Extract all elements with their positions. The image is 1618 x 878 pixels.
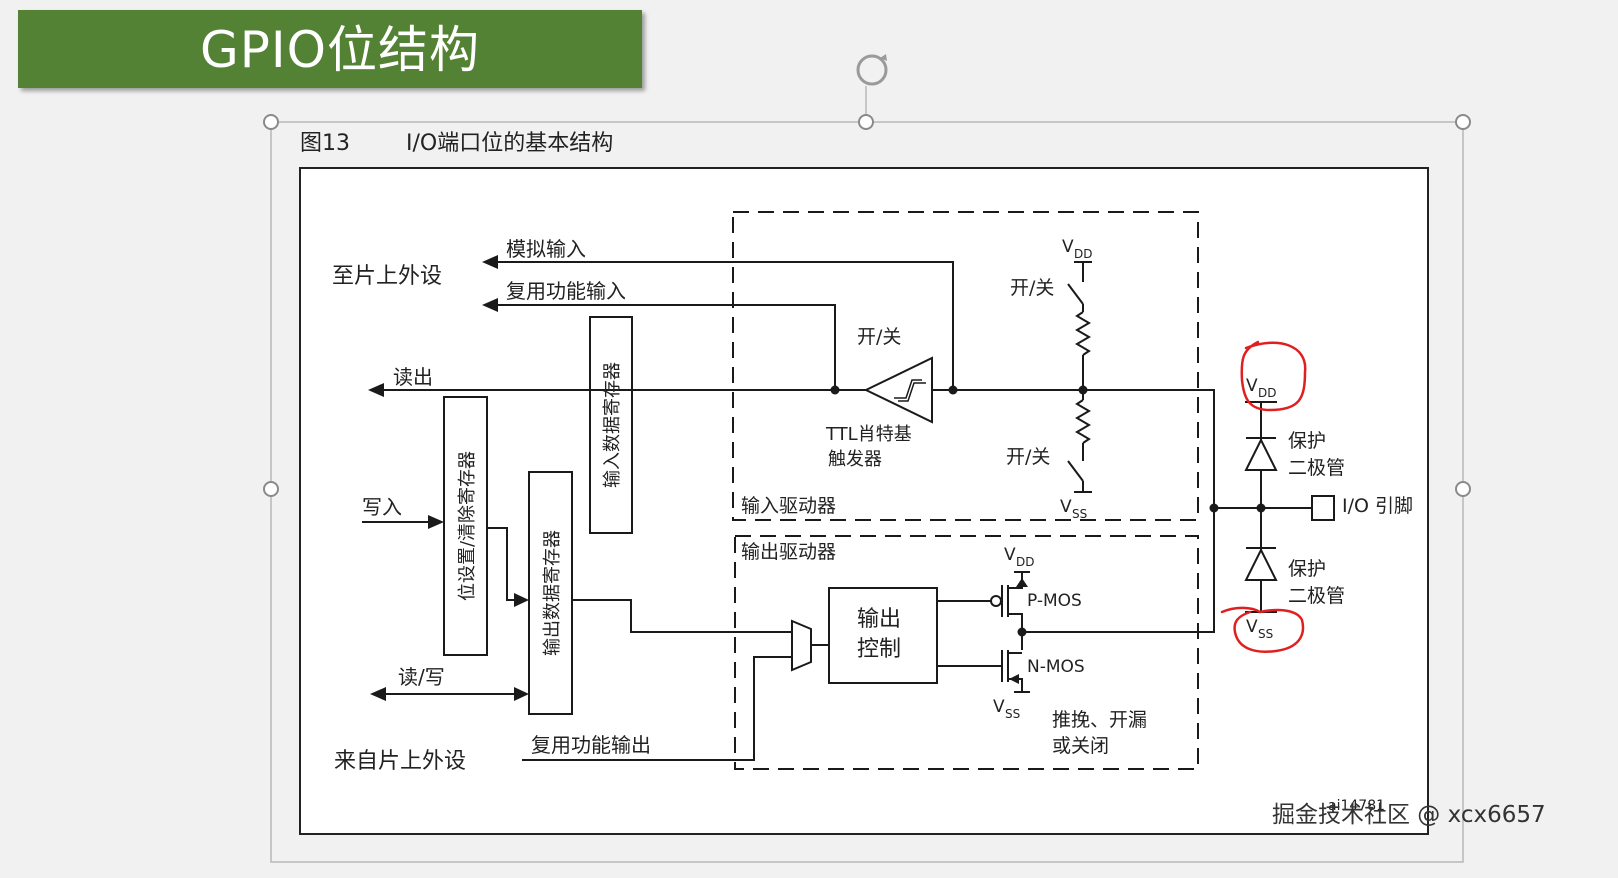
svg-text:SS: SS (1258, 627, 1273, 641)
svg-text:V: V (1246, 617, 1258, 637)
protection-diode-bottom (1244, 547, 1278, 581)
svg-text:DD: DD (1258, 386, 1276, 400)
slide-title: GPIO位结构 (200, 21, 480, 79)
input-driver-box (732, 211, 1199, 521)
label-nmos: N-MOS (1027, 657, 1085, 677)
label-vss-nmos: V SS (993, 697, 1020, 721)
svg-text:V: V (1246, 376, 1258, 396)
arrow-read-out (368, 383, 384, 397)
label-read-out: 读出 (393, 365, 433, 389)
label-switch-pullup: 开/关 (1010, 277, 1054, 299)
label-diode-bottom: 二极管 (1288, 585, 1345, 607)
red-annotation (1220, 340, 1307, 653)
arrow-alt-input (482, 298, 498, 312)
label-or-off: 或关闭 (1052, 735, 1109, 757)
figure-caption: I/O端口位的基本结构 (406, 131, 613, 156)
label-analog-input: 模拟输入 (506, 237, 586, 261)
label-vss-diode: V SS (1246, 617, 1273, 641)
svg-text:SS: SS (1005, 707, 1020, 721)
arrow-pmos (1016, 578, 1028, 587)
arrow-nmos (1009, 674, 1019, 684)
arrow-rw-right (514, 687, 529, 701)
label-input-data-register: 输入数据寄存器 (602, 362, 623, 488)
input-data-register (589, 316, 633, 534)
label-pushpull: 推挽、开漏 (1052, 709, 1147, 731)
resize-handle[interactable] (1455, 114, 1471, 130)
label-output-control-1: 输出 (857, 607, 901, 632)
label-vss-input: V SS (1060, 497, 1087, 521)
label-output-data-register: 输出数据寄存器 (542, 530, 563, 656)
rotate-handle-icon[interactable] (856, 54, 888, 86)
svg-text:V: V (993, 697, 1005, 717)
resize-handle[interactable] (1455, 481, 1471, 497)
figure-number: 图13 (300, 131, 350, 156)
output-mux (791, 619, 812, 672)
label-alt-func-input: 复用功能输入 (506, 279, 626, 303)
label-ref-code: ai14781 (1328, 798, 1385, 814)
io-pin-pad (1311, 495, 1335, 521)
label-bit-set-reset-register: 位设置/清除寄存器 (457, 451, 478, 601)
svg-text:V: V (1062, 237, 1074, 257)
svg-text:DD: DD (1074, 247, 1092, 261)
output-data-register (528, 471, 573, 715)
bit-set-reset-register (443, 396, 488, 656)
label-switch-pulldown: 开/关 (1006, 446, 1050, 468)
arrow-write-in (428, 515, 444, 529)
arrow-rw-left (370, 687, 386, 701)
label-diode-top: 二极管 (1288, 457, 1345, 479)
label-input-driver: 输入驱动器 (741, 495, 836, 517)
svg-text:DD: DD (1016, 555, 1034, 569)
label-output-control-2: 控制 (857, 637, 901, 662)
label-switch-schmitt: 开/关 (857, 326, 901, 348)
output-control-block (828, 587, 938, 684)
label-io-pin: I/O 引脚 (1342, 495, 1413, 517)
label-pmos: P-MOS (1027, 591, 1082, 611)
label-from-peripheral: 来自片上外设 (334, 749, 466, 774)
label-vdd-diode: V DD (1246, 376, 1276, 400)
arrow-to-output-reg (514, 593, 529, 607)
resize-handle[interactable] (263, 481, 279, 497)
schmitt-trigger (863, 356, 933, 424)
label-trigger: 触发器 (828, 449, 882, 470)
label-output-driver: 输出驱动器 (741, 541, 836, 563)
label-read-write: 读/写 (398, 665, 445, 689)
label-vdd-pmos: V DD (1004, 545, 1034, 569)
svg-text:SS: SS (1072, 507, 1087, 521)
output-driver-box (734, 535, 1199, 770)
watermark: 掘金技术社区 @ xcx6657 (1272, 802, 1546, 828)
svg-text:V: V (1004, 545, 1016, 565)
selection-frame[interactable] (263, 54, 1471, 863)
label-protect-bottom: 保护 (1288, 558, 1326, 580)
slide-title-bar: GPIO位结构 (18, 10, 642, 88)
label-write-in: 写入 (362, 495, 402, 519)
svg-text:V: V (1060, 497, 1072, 517)
label-to-peripheral: 至片上外设 (332, 264, 442, 289)
label-ttl-schmitt: TTL肖特基 (825, 424, 912, 445)
label-protect-top: 保护 (1288, 430, 1326, 452)
arrow-analog-input (482, 255, 498, 269)
protection-diode-top (1244, 437, 1278, 471)
resize-handle[interactable] (263, 114, 279, 130)
label-alt-func-output: 复用功能输出 (531, 733, 651, 757)
label-vdd-top: V DD (1062, 237, 1092, 261)
resize-handle[interactable] (858, 114, 874, 130)
